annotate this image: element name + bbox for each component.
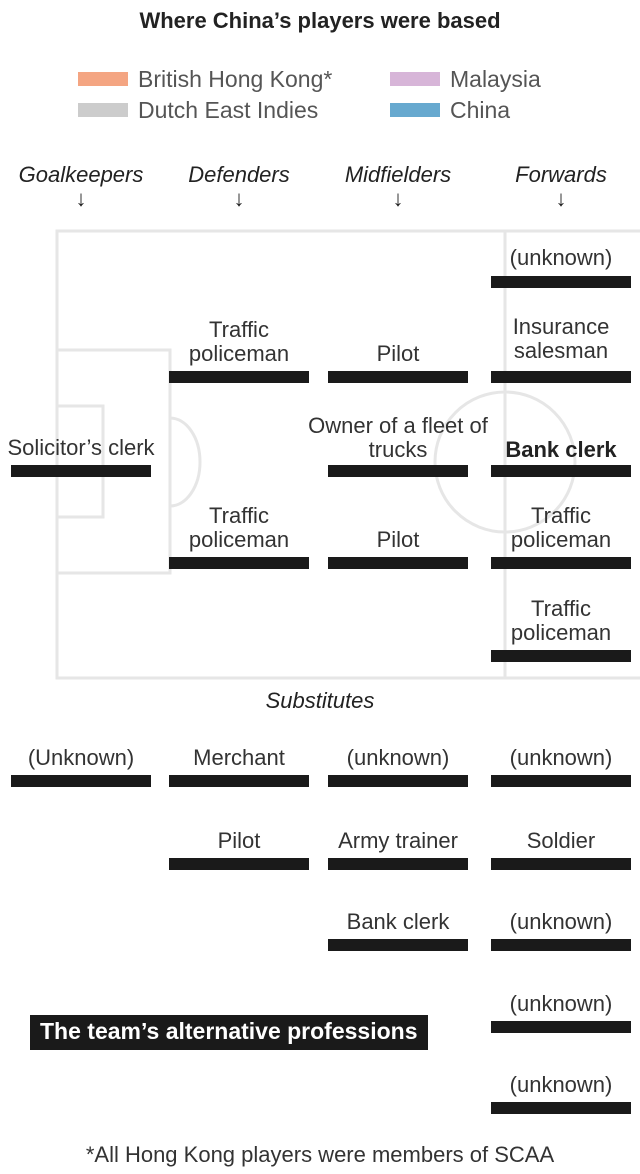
player-bar xyxy=(491,939,631,951)
player-bar xyxy=(491,1102,631,1114)
substitute-label: (unknown) xyxy=(509,991,613,1016)
footnote: *All Hong Kong players were members of S… xyxy=(85,1142,555,1167)
substitute-label: (unknown) xyxy=(509,909,613,934)
position-header-forwards: Forwards xyxy=(515,162,607,187)
substitute-label: Army trainer xyxy=(338,828,458,853)
substitute-label: Bank clerk xyxy=(346,909,450,934)
caption-label: The team’s alternative professions xyxy=(30,1015,428,1050)
substitute-label: (unknown) xyxy=(509,745,613,770)
player-label-forward: Insurance salesman xyxy=(512,314,610,363)
legend-label-british-hong-kong: British Hong Kong* xyxy=(138,66,333,92)
player-bar xyxy=(491,371,631,383)
player-bar xyxy=(328,775,468,787)
player-bar xyxy=(491,775,631,787)
player-bar xyxy=(328,465,468,477)
substitute-label: (unknown) xyxy=(509,1072,613,1097)
player-label-forward: Traffic policeman xyxy=(510,596,612,645)
player-bar xyxy=(169,775,309,787)
substitute-label: Pilot xyxy=(217,828,261,853)
player-bar xyxy=(491,557,631,569)
player-bar xyxy=(491,650,631,662)
legend-label-malaysia: Malaysia xyxy=(450,66,541,92)
penalty-area xyxy=(55,348,172,575)
player-bar xyxy=(11,775,151,787)
player-bar xyxy=(169,858,309,870)
down-arrow-icon: ↓ xyxy=(555,186,567,211)
player-label-forward: Traffic policeman xyxy=(510,503,612,552)
player-label-midfielder: Owner of a fleet of trucks xyxy=(308,413,488,462)
player-bar xyxy=(328,557,468,569)
substitute-label: (Unknown) xyxy=(27,745,135,770)
down-arrow-icon: ↓ xyxy=(75,186,87,211)
down-arrow-icon: ↓ xyxy=(233,186,245,211)
legend-swatch-china xyxy=(390,103,440,117)
player-bar xyxy=(328,858,468,870)
legend-label-china: China xyxy=(450,97,511,123)
position-header-goalkeepers: Goalkeepers xyxy=(18,162,144,187)
player-label-defender: Traffic policeman xyxy=(188,503,290,552)
player-label-midfielder: Pilot xyxy=(376,527,420,552)
substitutes-heading: Substitutes xyxy=(265,688,375,713)
pitch-diagram xyxy=(55,229,640,680)
substitute-label: Merchant xyxy=(193,745,285,770)
player-bar xyxy=(169,371,309,383)
player-label-forward: (unknown) xyxy=(509,245,613,270)
legend-label-dutch-east-indies: Dutch East Indies xyxy=(138,97,319,123)
player-bar xyxy=(169,557,309,569)
player-label-midfielder: Pilot xyxy=(376,341,420,366)
player-bar xyxy=(491,1021,631,1033)
down-arrow-icon: ↓ xyxy=(392,186,404,211)
player-bar xyxy=(491,465,631,477)
legend-swatch-malaysia xyxy=(390,72,440,86)
goal-area xyxy=(55,404,105,519)
player-bar xyxy=(328,939,468,951)
player-bar xyxy=(328,371,468,383)
player-label-defender: Traffic policeman xyxy=(188,317,290,366)
player-bar xyxy=(491,276,631,288)
position-header-defenders: Defenders xyxy=(188,162,290,187)
substitute-label: Soldier xyxy=(526,828,596,853)
centre-circle xyxy=(433,390,577,534)
legend-swatch-dutch-east-indies xyxy=(78,103,128,117)
player-bar xyxy=(11,465,151,477)
player-bar xyxy=(491,858,631,870)
legend-swatch-british-hong-kong xyxy=(78,72,128,86)
substitute-label: (unknown) xyxy=(346,745,450,770)
player-label-goalkeeper: Solicitor’s clerk xyxy=(7,435,155,460)
graphic-title: Where China’s players were based xyxy=(139,8,501,33)
penalty-arc xyxy=(169,416,202,508)
position-header-midfielders: Midfielders xyxy=(344,162,452,187)
player-label-forward: Bank clerk xyxy=(505,437,617,462)
